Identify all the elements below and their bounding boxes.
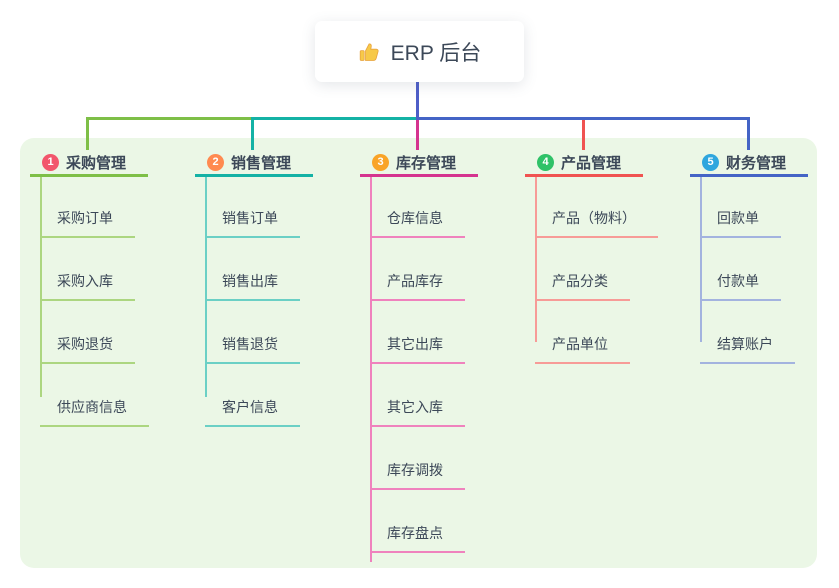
child-node[interactable]: 采购订单 [40, 177, 135, 238]
branch-connector-horizontal [416, 117, 750, 120]
root-node[interactable]: ERP 后台 [315, 21, 524, 82]
root-label: ERP 后台 [390, 41, 482, 65]
child-node[interactable]: 其它入库 [370, 364, 465, 427]
child-label: 采购退货 [57, 336, 113, 352]
branch-number-badge: 1 [42, 153, 59, 171]
child-label: 销售订单 [222, 210, 278, 226]
child-node[interactable]: 采购入库 [40, 238, 135, 301]
child-node[interactable]: 库存盘点 [370, 490, 465, 553]
root-connector-line [416, 82, 419, 120]
branch-label: 产品管理 [561, 154, 622, 172]
branch-connector-drop [86, 120, 89, 150]
thumbs-up-icon [359, 42, 379, 61]
child-label: 回款单 [717, 210, 759, 226]
branch-node[interactable]: 4 产品管理 [525, 150, 643, 177]
branch-label: 采购管理 [66, 154, 127, 172]
branch-connector-drop [747, 120, 750, 150]
child-list: 销售订单销售出库销售退货客户信息 [205, 177, 313, 427]
child-label: 销售退货 [222, 336, 278, 352]
child-label: 库存盘点 [387, 525, 443, 541]
child-label: 付款单 [717, 273, 759, 289]
branch-number-badge: 2 [207, 153, 224, 171]
child-list: 回款单付款单结算账户 [700, 177, 808, 364]
branch-spine-line [205, 177, 207, 397]
child-label: 产品分类 [552, 273, 608, 289]
child-node[interactable]: 仓库信息 [370, 177, 465, 238]
child-node[interactable]: 销售出库 [205, 238, 300, 301]
child-node[interactable]: 销售订单 [205, 177, 300, 238]
child-node[interactable]: 产品（物料） [535, 177, 658, 238]
branch-label: 财务管理 [726, 154, 787, 172]
branch-spine-line [40, 177, 42, 397]
child-node[interactable]: 付款单 [700, 238, 781, 301]
branch-node[interactable]: 2 销售管理 [195, 150, 313, 177]
branch-node[interactable]: 3 库存管理 [360, 150, 478, 177]
branch-number-badge: 5 [702, 153, 719, 171]
branch-label: 库存管理 [396, 154, 457, 172]
branch-column: 3 库存管理仓库信息产品库存其它出库其它入库库存调拨库存盘点出库库明细 [360, 150, 479, 588]
child-label: 采购订单 [57, 210, 113, 226]
branch-spine-line [535, 177, 537, 342]
child-list: 采购订单采购入库采购退货供应商信息 [40, 177, 149, 427]
child-node[interactable]: 产品库存 [370, 238, 465, 301]
branch-column: 2 销售管理销售订单销售出库销售退货客户信息 [195, 150, 313, 427]
child-label: 产品（物料） [552, 210, 636, 226]
child-label: 销售出库 [222, 273, 278, 289]
child-node[interactable]: 库存调拨 [370, 427, 465, 490]
branch-connector-drop [582, 120, 585, 150]
child-label: 产品单位 [552, 336, 608, 352]
child-node[interactable]: 产品分类 [535, 238, 630, 301]
branch-node[interactable]: 1 采购管理 [30, 150, 148, 177]
branch-spine-line [700, 177, 702, 342]
branch-connector-drop [251, 120, 254, 150]
child-node[interactable]: 回款单 [700, 177, 781, 238]
child-node[interactable]: 其它出库 [370, 301, 465, 364]
branch-connector-horizontal [251, 117, 419, 120]
child-label: 其它出库 [387, 336, 443, 352]
child-label: 其它入库 [387, 399, 443, 415]
branch-number-badge: 4 [537, 153, 554, 171]
branch-label: 销售管理 [231, 154, 292, 172]
branch-column: 1 采购管理采购订单采购入库采购退货供应商信息 [30, 150, 149, 427]
child-list: 产品（物料） 产品分类产品单位 [535, 177, 658, 364]
child-list: 仓库信息产品库存其它出库其它入库库存调拨库存盘点出库库明细 [370, 177, 479, 588]
child-label: 客户信息 [222, 399, 278, 415]
child-node[interactable]: 出库库明细 [370, 553, 479, 588]
child-label: 结算账户 [717, 336, 773, 352]
child-label: 库存调拨 [387, 462, 443, 478]
child-node[interactable]: 供应商信息 [40, 364, 149, 427]
child-node[interactable]: 客户信息 [205, 364, 300, 427]
branch-column: 5 财务管理回款单付款单结算账户 [690, 150, 808, 364]
child-node[interactable]: 产品单位 [535, 301, 630, 364]
child-label: 仓库信息 [387, 210, 443, 226]
branch-connector-drop [416, 120, 419, 150]
child-label: 采购入库 [57, 273, 113, 289]
child-node[interactable]: 结算账户 [700, 301, 795, 364]
child-label: 产品库存 [387, 273, 443, 289]
child-label: 供应商信息 [57, 399, 127, 415]
branch-spine-line [370, 177, 372, 562]
branch-column: 4 产品管理产品（物料） 产品分类产品单位 [525, 150, 658, 364]
branch-node[interactable]: 5 财务管理 [690, 150, 808, 177]
child-node[interactable]: 销售退货 [205, 301, 300, 364]
child-node[interactable]: 采购退货 [40, 301, 135, 364]
branch-number-badge: 3 [372, 153, 389, 171]
branches-panel [20, 138, 817, 568]
